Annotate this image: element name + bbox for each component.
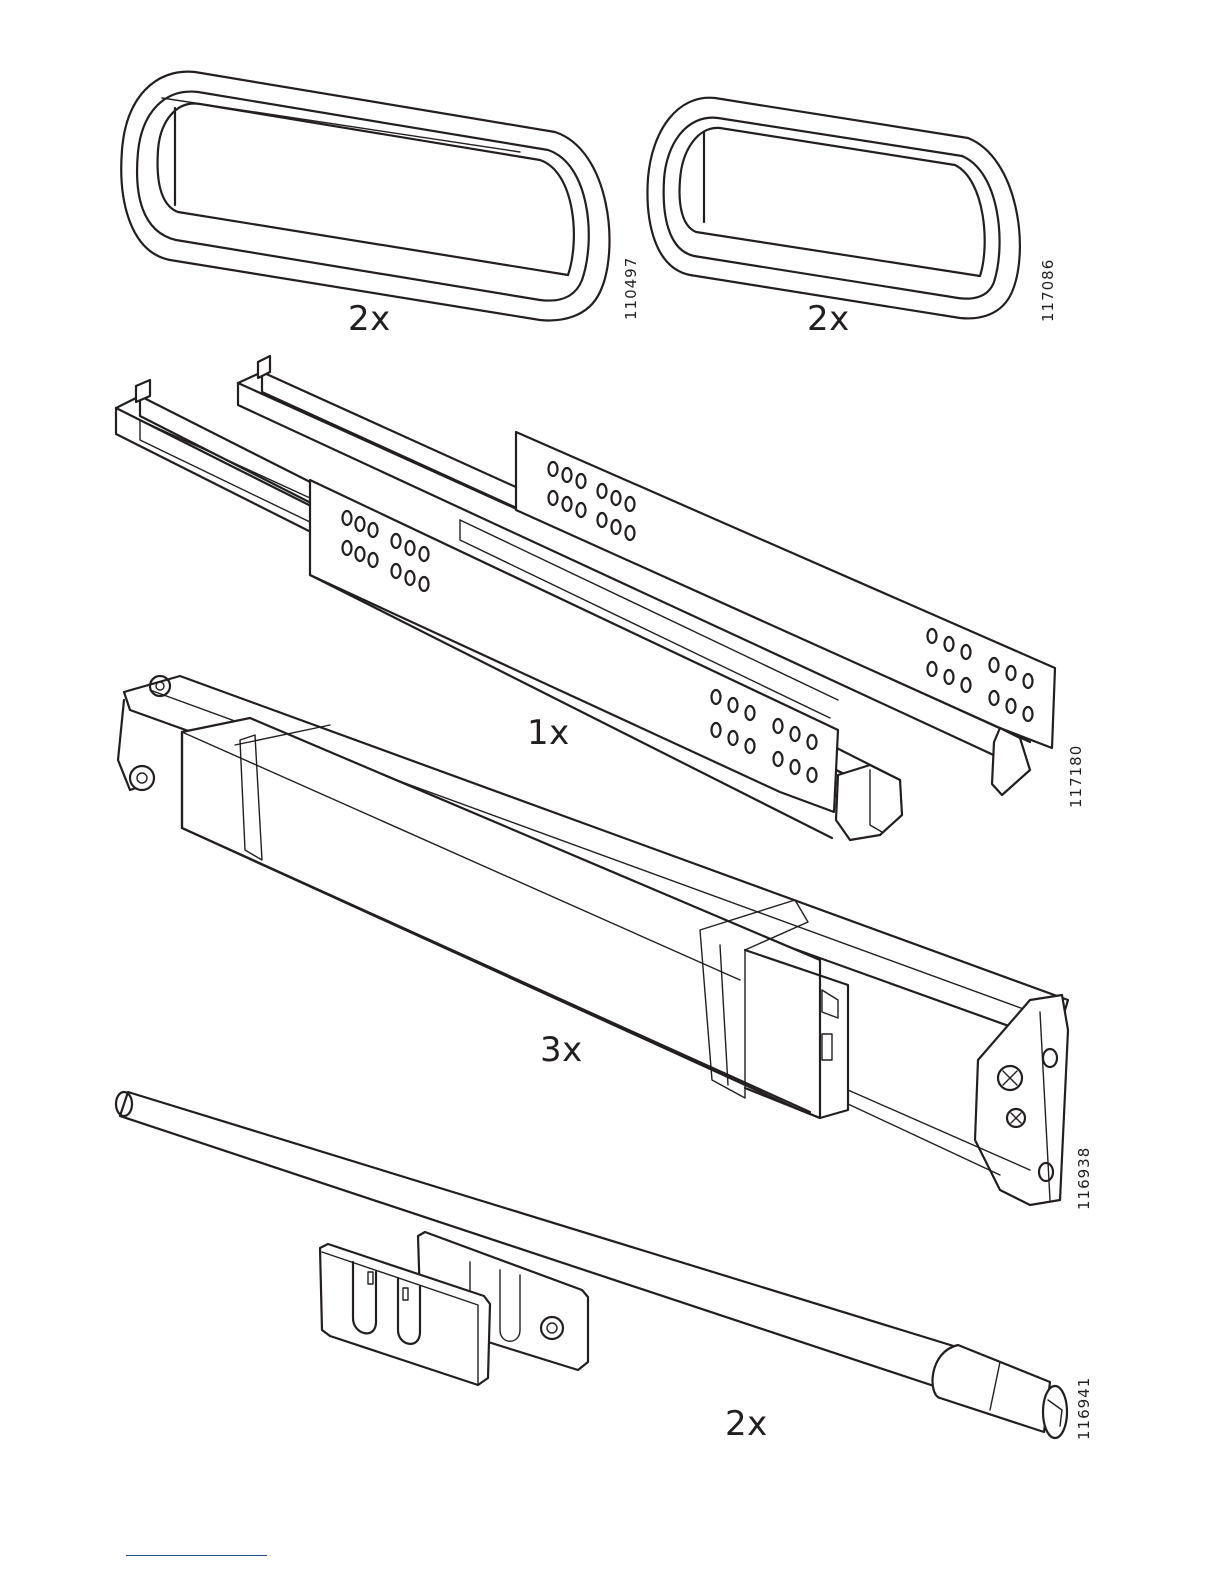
quantity-label-slide-rail: 3x [540,1033,583,1067]
part-number-117086: 117086 [1041,259,1056,322]
rod-drawing [116,1092,1067,1438]
part-number-116938: 116938 [1077,1147,1092,1210]
slide-rail-drawing [118,676,1068,1205]
footer-rule [126,1555,267,1556]
quantity-label-large-oval: 2x [348,302,391,336]
large-oval-frame-drawing [121,72,609,321]
small-oval-frame-drawing [647,98,1019,319]
part-number-117180: 117180 [1069,745,1084,808]
part-number-110497: 110497 [624,257,639,320]
quantity-label-small-oval: 2x [807,302,850,336]
quantity-label-drawer-slides: 1x [527,716,570,750]
quantity-label-rod: 2x [725,1407,768,1441]
part-number-116941: 116941 [1077,1377,1092,1440]
